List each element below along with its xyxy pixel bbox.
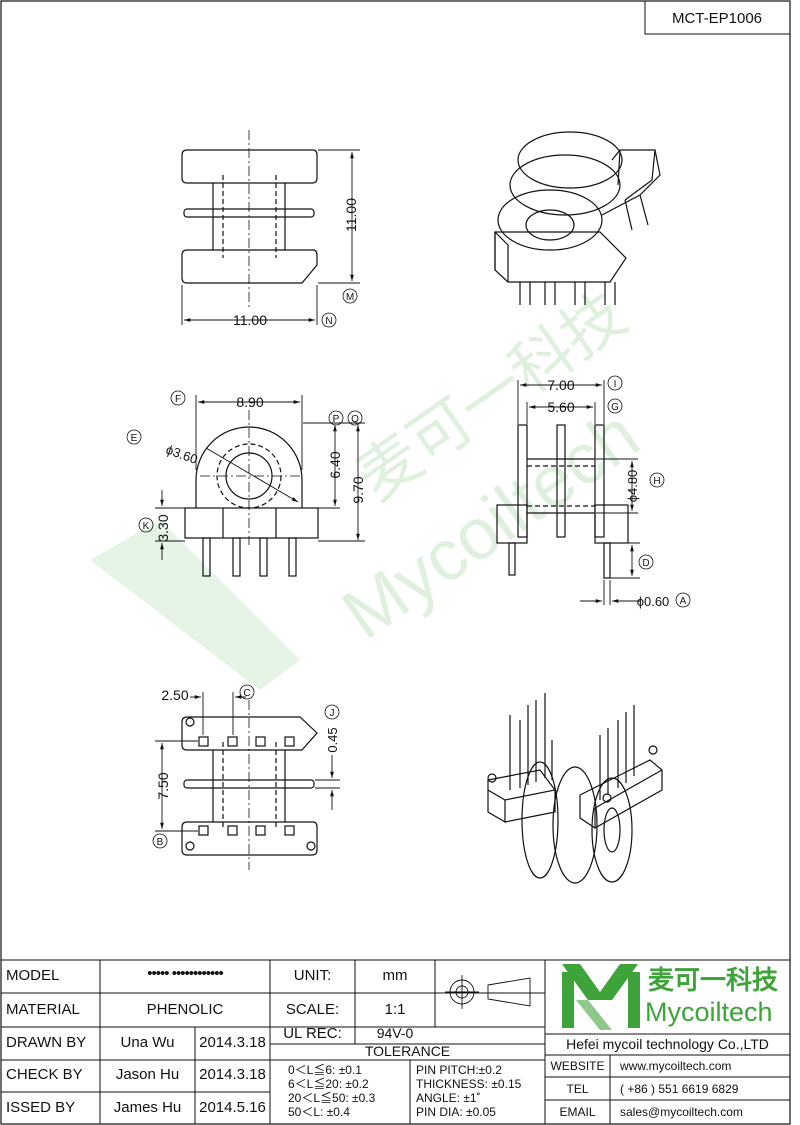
- drawn-by-label: DRAWN BY: [6, 1034, 87, 1051]
- model-value: ••••• ••••••••••••: [147, 965, 223, 982]
- marker-c: C: [243, 688, 250, 699]
- dims-front: [155, 395, 365, 560]
- email-label: EMAIL: [559, 1105, 596, 1119]
- marker-q: Q: [351, 414, 359, 425]
- ul-rec-label: UL REC:: [283, 1025, 342, 1042]
- pin-pitch-tol: PIN PITCH:±0.2: [416, 1063, 502, 1077]
- check-by-date: 2014.3.18: [199, 1066, 266, 1083]
- isometric-view-2: [487, 693, 663, 884]
- top-view: [181, 130, 318, 310]
- issued-by-date: 2014.5.16: [199, 1099, 266, 1116]
- dim-side-outer: 7.00: [547, 377, 574, 393]
- dim-total-height: 9.70: [350, 476, 366, 503]
- scale-label: SCALE:: [285, 1001, 340, 1018]
- material-label: MATERIAL: [6, 1001, 80, 1018]
- company-name: Hefei mycoil technology Co.,LTD: [566, 1036, 769, 1052]
- scale-value: 1:1: [384, 1001, 406, 1018]
- dim-pin-dia: ϕ0.60: [637, 594, 670, 609]
- dims-side: [517, 380, 640, 605]
- unit-label: UNIT:: [293, 967, 332, 984]
- marker-j: J: [330, 708, 335, 719]
- watermark: 麦可一科技 Mycoiltech: [90, 280, 653, 690]
- marker-n: N: [325, 316, 332, 327]
- marker-e: E: [131, 433, 138, 444]
- ul-rec-value: 94V-0: [376, 1025, 414, 1041]
- model-label: MODEL: [6, 967, 60, 984]
- issued-by-name: James Hu: [113, 1099, 182, 1116]
- email-value[interactable]: sales@mycoiltech.com: [620, 1105, 743, 1119]
- tol-range-1: 0＜L≦6: ±0.1: [288, 1063, 362, 1077]
- projection-symbol: [445, 975, 531, 1009]
- marker-g: G: [611, 402, 619, 413]
- issued-by-label: ISSED BY: [6, 1099, 76, 1116]
- material-value: PHENOLIC: [146, 1001, 224, 1018]
- dim-side-inner: 5.60: [547, 399, 574, 415]
- logo-en: Mycoiltech: [645, 997, 773, 1027]
- dim-pin-offset: 0.45: [325, 727, 340, 752]
- side-view: [496, 424, 629, 579]
- dim-base-height: 3.30: [155, 514, 171, 541]
- marker-d: D: [642, 558, 649, 569]
- dim-pin-pitch: 2.50: [161, 687, 188, 703]
- marker-b: B: [157, 837, 164, 848]
- tol-range-3: 20＜L≦50: ±0.3: [288, 1091, 376, 1105]
- check-by-label: CHECK BY: [6, 1066, 83, 1083]
- marker-m: M: [346, 292, 354, 303]
- marker-p: P: [333, 414, 340, 425]
- tol-range-2: 6＜L≦20: ±0.2: [288, 1077, 369, 1091]
- drawn-by-date: 2014.3.18: [199, 1034, 266, 1051]
- drawing-number-box: [644, 0, 791, 35]
- unit-value: mm: [382, 967, 408, 984]
- tolerance-label: TOLERANCE: [364, 1043, 451, 1059]
- marker-h: H: [653, 476, 660, 487]
- tol-range-4: 50＜L: ±0.4: [288, 1105, 350, 1119]
- title-block-grid: [1, 959, 790, 1124]
- isometric-view-1: [494, 131, 661, 305]
- dim-flange-width: 8.90: [236, 394, 263, 410]
- dim-row-spacing: 7.50: [155, 772, 171, 799]
- marker-f: F: [175, 394, 181, 405]
- website-label: WEBSITE: [550, 1059, 605, 1073]
- bottom-view: [181, 700, 318, 870]
- marker-i: I: [614, 379, 617, 390]
- website-value[interactable]: www.mycoiltech.com: [620, 1059, 732, 1073]
- dims-bottom: [155, 692, 340, 832]
- drawn-by-name: Una Wu: [120, 1034, 175, 1051]
- tel-value: ( +86 ) 551 6619 6829: [620, 1082, 739, 1096]
- pin-dia-tol: PIN DIA: ±0.05: [416, 1105, 496, 1119]
- dim-width-top: 11.00: [233, 312, 267, 328]
- thickness-tol: THICKNESS: ±0.15: [416, 1077, 522, 1091]
- logo-cn: 麦可一科技: [648, 965, 779, 995]
- dim-top-height: [318, 149, 360, 284]
- dim-hole-height: 6.40: [327, 451, 343, 478]
- dim-top-width: [181, 285, 318, 325]
- marker-k: K: [143, 521, 150, 532]
- front-view: [184, 410, 319, 577]
- drawing-number: MCT-EP1006: [672, 10, 762, 27]
- watermark-logo-shape: [90, 520, 300, 690]
- logo-mark: [562, 964, 640, 1030]
- dim-core-dia: ϕ4.80: [625, 470, 640, 503]
- marker-a: A: [680, 596, 687, 607]
- dim-height-top: 11.00: [343, 198, 359, 232]
- markers: M N F E P Q K I G H D A C J B: [126, 288, 691, 849]
- dim-bore-dia: ϕ3.60: [164, 442, 200, 467]
- angle-tol: ANGLE: ±1˚: [416, 1091, 481, 1105]
- tel-label: TEL: [566, 1082, 589, 1096]
- check-by-name: Jason Hu: [115, 1066, 180, 1083]
